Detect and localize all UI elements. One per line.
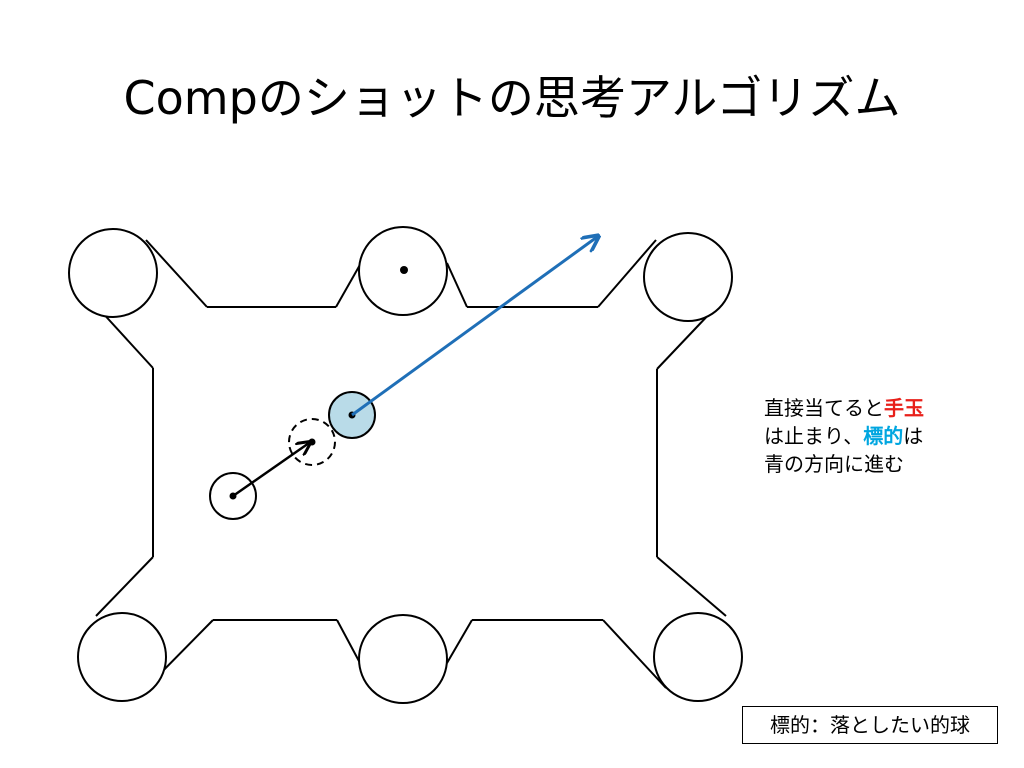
pocket-top-left <box>68 228 158 318</box>
ghost-ball <box>288 418 336 466</box>
explanation-note: 直接当てると手玉 は止まり、標的は 青の方向に進む <box>764 394 924 478</box>
pocket-top-right <box>643 232 733 322</box>
pocket-target-point <box>400 266 408 274</box>
cue-ball-label: 手玉 <box>884 396 924 420</box>
pocket-bottom-left <box>77 612 167 702</box>
note-line-2: は止まり、標的は <box>764 424 924 448</box>
cue-ball-path-arrow <box>232 443 309 498</box>
note-line-1: 直接当てると手玉 <box>764 396 924 420</box>
ghost-ball-center <box>308 438 316 446</box>
note-line-3: 青の方向に進む <box>764 452 904 476</box>
table-rails <box>95 239 727 689</box>
target-label: 標的 <box>863 424 904 448</box>
pocket-bottom-middle <box>358 614 448 704</box>
object-ball-trajectory-arrow <box>351 237 597 417</box>
pocket-bottom-right <box>653 612 743 702</box>
page-title: Compのショットの思考アルゴリズム <box>123 71 901 125</box>
pockets <box>68 226 743 704</box>
legend-box: 標的：落としたい的球 <box>742 706 998 744</box>
